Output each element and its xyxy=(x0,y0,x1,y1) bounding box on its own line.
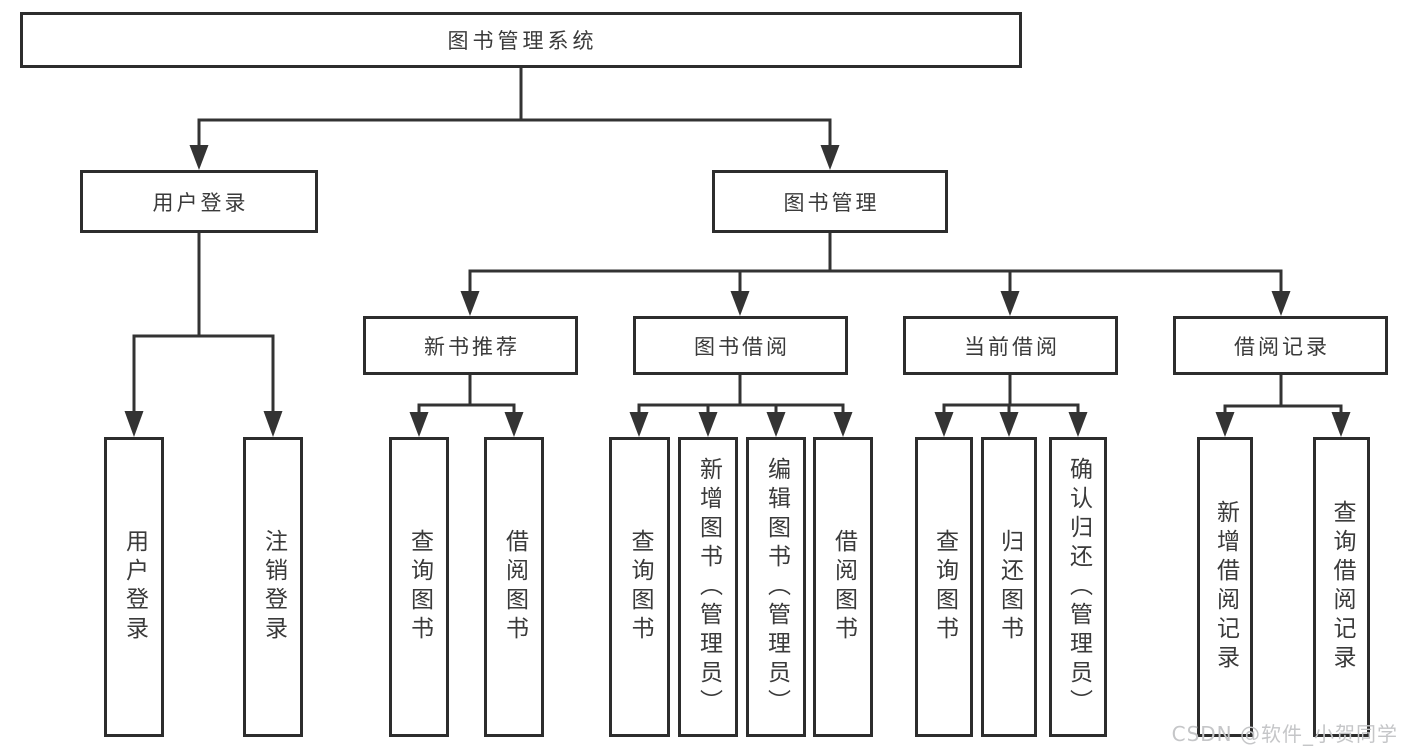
node-label: 图书管理 xyxy=(783,190,880,215)
node-label: 新增借阅记录 xyxy=(1212,500,1239,674)
node-label: 当前借阅 xyxy=(964,334,1060,359)
arrowhead xyxy=(1000,291,1020,316)
node-label: 查询图书 xyxy=(931,529,958,645)
node-system-root: 图书管理系统 xyxy=(20,12,1022,68)
arrowhead xyxy=(698,412,718,437)
arrowhead xyxy=(1331,412,1351,437)
csdn-watermark: CSDN @软件_小贺同学 xyxy=(1171,722,1398,746)
leaf-borrow-books-2: 借阅图书 xyxy=(813,437,873,737)
node-label: 查询图书 xyxy=(406,529,433,645)
arrowhead xyxy=(766,412,786,437)
connector-borrow-records xyxy=(1223,373,1343,415)
node-label: 归还图书 xyxy=(996,529,1023,645)
arrowhead xyxy=(1068,412,1088,437)
leaf-add-books-admin: 新增图书（管理员） xyxy=(678,437,738,737)
node-label: 用户登录 xyxy=(121,529,148,645)
connector-user-login xyxy=(132,231,275,414)
arrowhead xyxy=(730,291,750,316)
node-label: 借阅记录 xyxy=(1234,334,1330,359)
node-book-management: 图书管理 xyxy=(712,170,948,233)
node-label: 注销登录 xyxy=(260,529,287,645)
node-borrowing-records: 借阅记录 xyxy=(1173,316,1388,375)
arrowhead xyxy=(1215,412,1235,437)
node-label: 新书推荐 xyxy=(424,334,520,359)
leaf-return-books: 归还图书 xyxy=(981,437,1037,737)
arrowhead xyxy=(999,412,1019,437)
node-new-book-recommend: 新书推荐 xyxy=(363,316,578,375)
arrowhead xyxy=(833,412,853,437)
node-label: 借阅图书 xyxy=(501,529,528,645)
arrowhead xyxy=(820,145,840,170)
node-label: 查询借阅记录 xyxy=(1329,500,1355,674)
leaf-query-books-1: 查询图书 xyxy=(389,437,449,737)
node-label: 编辑图书（管理员） xyxy=(763,456,790,718)
arrowhead xyxy=(124,411,144,437)
leaf-edit-books-admin: 编辑图书（管理员） xyxy=(746,437,806,737)
node-label: 图书借阅 xyxy=(694,334,790,359)
leaf-confirm-return-admin: 确认归还（管理员） xyxy=(1049,437,1107,737)
leaf-user-login: 用户登录 xyxy=(104,437,164,737)
arrowhead xyxy=(934,412,954,437)
leaf-query-books-3: 查询图书 xyxy=(915,437,973,737)
node-current-borrowing: 当前借阅 xyxy=(903,316,1118,375)
leaf-logout: 注销登录 xyxy=(243,437,303,737)
node-label: 新增图书（管理员） xyxy=(695,456,722,718)
connector-root xyxy=(197,66,832,148)
connector-current-borrow xyxy=(942,373,1080,415)
arrowhead xyxy=(629,412,649,437)
node-label: 借阅图书 xyxy=(830,529,857,645)
arrowhead xyxy=(1271,291,1291,316)
leaf-query-books-2: 查询图书 xyxy=(609,437,670,737)
leaf-query-borrow-record: 查询借阅记录 xyxy=(1313,437,1370,737)
node-label: 用户登录 xyxy=(152,190,249,215)
arrowhead xyxy=(504,412,524,437)
connector-new-books xyxy=(417,373,516,415)
arrowhead xyxy=(189,145,209,170)
leaf-add-borrow-record: 新增借阅记录 xyxy=(1197,437,1253,737)
node-label: 查询图书 xyxy=(627,529,653,645)
node-label: 图书管理系统 xyxy=(447,29,598,53)
node-label: 确认归还（管理员） xyxy=(1065,456,1092,718)
node-book-borrowing: 图书借阅 xyxy=(633,316,848,375)
connector-book-borrow xyxy=(637,373,845,415)
connector-book-mgmt xyxy=(468,231,1283,294)
arrowhead xyxy=(409,412,429,437)
leaf-borrow-books-1: 借阅图书 xyxy=(484,437,544,737)
arrowhead xyxy=(460,291,480,316)
node-user-login: 用户登录 xyxy=(80,170,318,233)
arrowhead xyxy=(263,411,283,437)
